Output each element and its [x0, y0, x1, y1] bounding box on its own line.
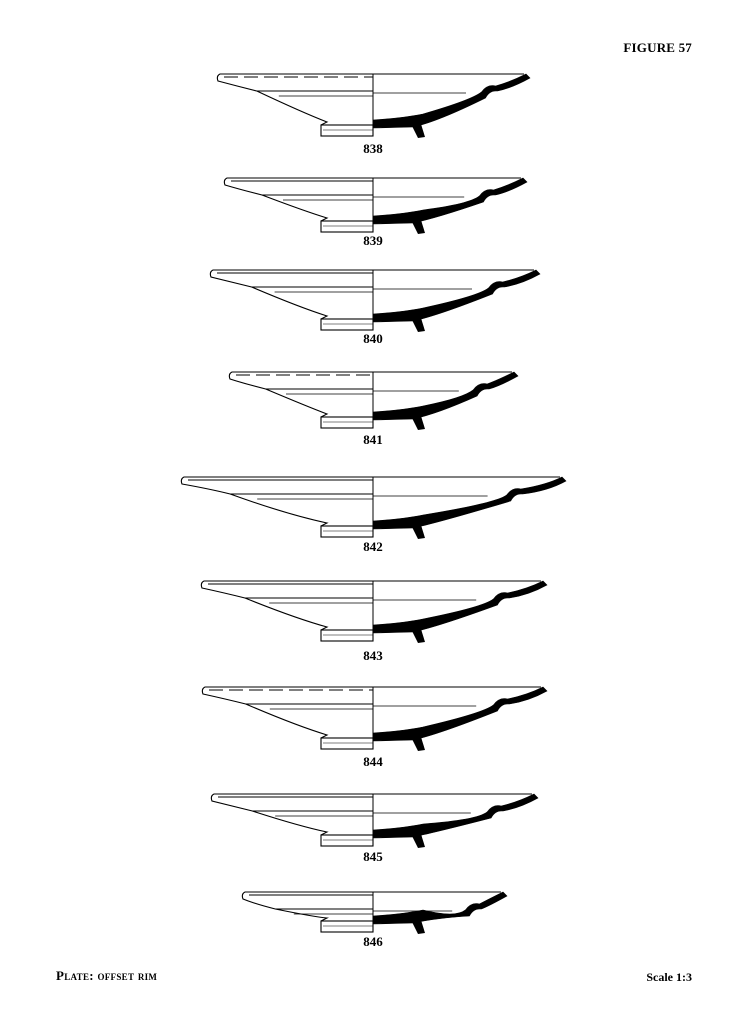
foot-section — [411, 318, 425, 332]
foot-ring — [320, 220, 374, 233]
plate-profile: 841 — [228, 371, 519, 447]
foot-section — [411, 629, 425, 643]
plate-number: 839 — [363, 233, 383, 248]
foot-ring — [320, 525, 374, 538]
rim-section — [372, 371, 519, 421]
plate-number: 845 — [363, 849, 383, 864]
plate-exterior-outline — [200, 580, 373, 631]
plate-exterior-outline — [223, 177, 373, 222]
plate-number: 838 — [363, 141, 383, 156]
foot-ring — [320, 834, 374, 847]
plate-number: 842 — [363, 539, 383, 554]
plate-profile: 844 — [201, 686, 548, 769]
rim-section — [372, 686, 548, 742]
plate-profile: 838 — [216, 73, 531, 156]
rim-section — [372, 476, 567, 530]
foot-section — [411, 920, 425, 934]
rim-section — [372, 73, 531, 129]
foot-section — [411, 737, 425, 751]
foot-ring — [320, 124, 374, 137]
plate-exterior-outline — [228, 371, 373, 418]
plate-exterior-outline — [180, 476, 373, 527]
foot-section — [411, 525, 425, 539]
plate-number: 841 — [363, 432, 383, 447]
foot-section — [411, 834, 425, 848]
plate-profile: 842 — [180, 476, 567, 554]
plate-number: 846 — [363, 934, 383, 949]
plate-number: 843 — [363, 648, 383, 663]
foot-section — [411, 124, 425, 138]
foot-section — [411, 220, 425, 234]
scale-label: Scale 1:3 — [646, 970, 692, 984]
foot-ring — [320, 318, 374, 331]
plate-exterior-outline — [241, 891, 373, 922]
plate-profile: 846 — [241, 891, 508, 949]
plate-number: 840 — [363, 331, 383, 346]
figure-title: FIGURE 57 — [623, 40, 692, 55]
rim-section — [372, 580, 548, 634]
rim-section — [372, 177, 528, 225]
rim-section — [372, 793, 539, 839]
plate-exterior-outline — [210, 793, 373, 836]
plate-profile: 845 — [210, 793, 539, 864]
foot-section — [411, 416, 425, 430]
foot-ring — [320, 629, 374, 642]
foot-ring — [320, 737, 374, 750]
foot-ring — [320, 416, 374, 429]
figure-caption: Plate: offset rim — [56, 968, 158, 983]
plate-exterior-outline — [201, 686, 373, 739]
plate-number: 844 — [363, 754, 383, 769]
foot-ring — [320, 920, 374, 933]
rim-section — [372, 891, 508, 925]
plate-exterior-outline — [209, 269, 373, 320]
rim-section — [372, 269, 541, 323]
plate-profile: 840 — [209, 269, 541, 346]
plate-profile: 839 — [223, 177, 528, 248]
plate-profile: 843 — [200, 580, 548, 663]
plate-exterior-outline — [216, 73, 373, 126]
